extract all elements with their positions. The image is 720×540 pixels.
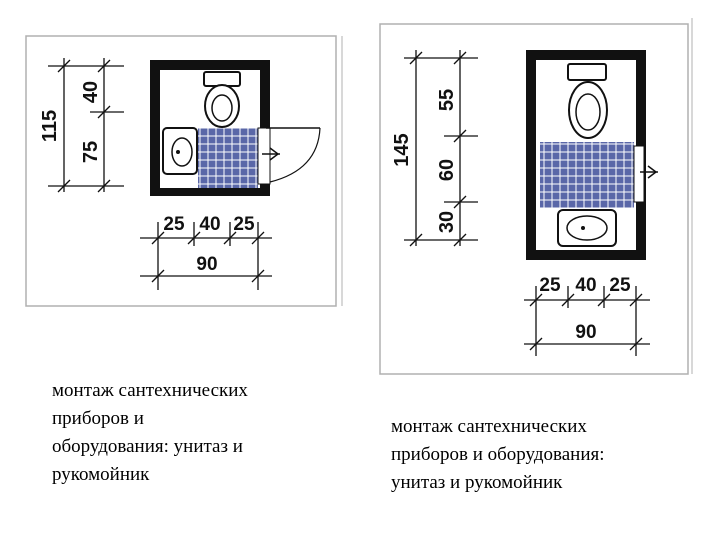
left-vertical-dimensions xyxy=(48,58,124,193)
left-toilet-icon xyxy=(203,71,241,128)
right-dim-right-horizontal: 25 xyxy=(609,275,631,296)
left-dim-mid-horizontal: 40 xyxy=(199,214,220,235)
right-dim-total-horizontal: 90 xyxy=(575,322,596,343)
left-frame xyxy=(25,35,337,307)
left-caption: монтаж сантехнических приборов и оборудо… xyxy=(52,380,248,485)
left-tile-floor xyxy=(198,128,258,188)
right-vertical-dimensions xyxy=(404,50,478,247)
right-dim-mid-vertical: 60 xyxy=(436,159,458,181)
left-dim-bottom-vertical: 75 xyxy=(80,141,102,163)
right-dim-top-vertical: 55 xyxy=(436,89,458,111)
left-dim-top-vertical: 40 xyxy=(80,81,102,103)
left-dim-total-vertical: 115 xyxy=(39,110,61,142)
right-dim-left-horizontal: 25 xyxy=(539,275,561,296)
left-floor-plan: 115 40 75 25 40 25 90 xyxy=(0,0,360,320)
right-sink-icon xyxy=(557,209,617,247)
left-dim-left-horizontal: 25 xyxy=(163,214,185,235)
right-horizontal-dimensions xyxy=(524,286,650,356)
right-dim-mid-horizontal: 40 xyxy=(575,275,596,296)
left-dim-right-horizontal: 25 xyxy=(233,214,255,235)
left-sink-icon xyxy=(162,127,198,175)
right-floor-plan: 145 55 60 30 25 40 25 90 xyxy=(360,0,720,380)
right-caption: монтаж сантехнических приборов и оборудо… xyxy=(391,416,605,493)
right-dim-total-vertical: 145 xyxy=(391,133,413,166)
right-door-icon xyxy=(633,145,658,203)
right-frame xyxy=(379,23,689,375)
left-dim-total-horizontal: 90 xyxy=(196,254,217,275)
right-toilet-icon xyxy=(567,63,608,139)
left-door-icon xyxy=(257,127,321,185)
left-plan-svg: 115 40 75 25 40 25 90 xyxy=(25,35,343,307)
right-plan-svg: 145 55 60 30 25 40 25 90 xyxy=(379,18,693,375)
left-horizontal-dimensions xyxy=(140,222,272,290)
right-dim-bottom-vertical: 30 xyxy=(436,211,458,233)
right-tile-floor xyxy=(540,142,634,208)
